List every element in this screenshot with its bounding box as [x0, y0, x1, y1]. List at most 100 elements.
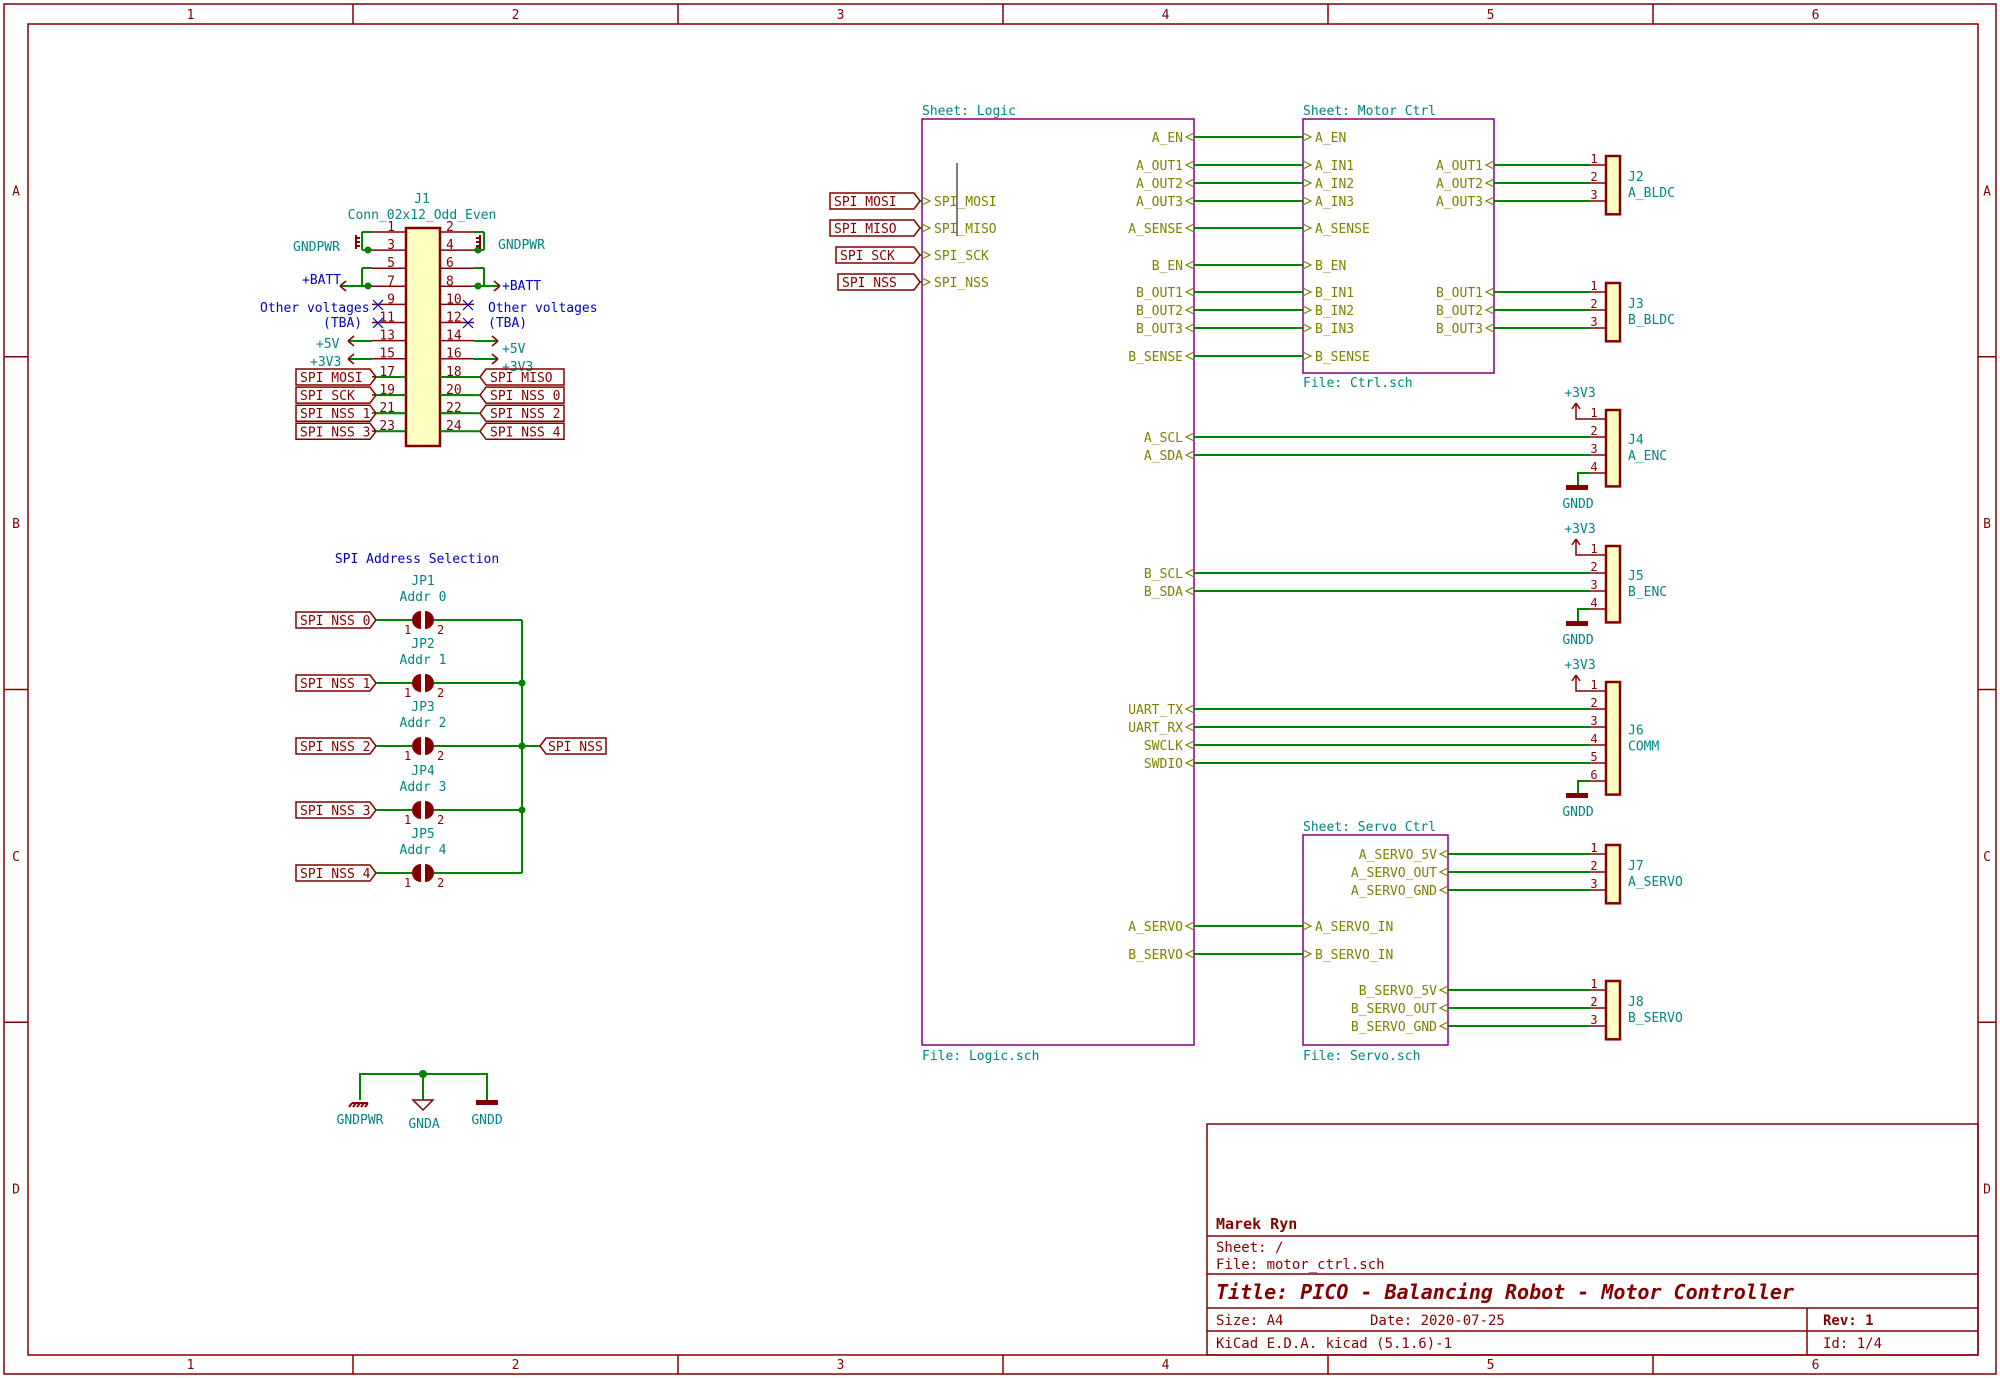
- col-label-bottom: 2: [512, 1358, 520, 1373]
- logic-pin-left: SPI_MISO: [934, 222, 997, 237]
- net-label-box: [479, 386, 565, 404]
- j1-pin-number: 7: [387, 274, 395, 289]
- sheet-pin-arrow: [1184, 196, 1195, 206]
- tb-title: Title: PICO - Balancing Robot - Motor Co…: [1216, 1280, 1794, 1304]
- solder-jumper-right: [425, 674, 434, 692]
- row-label-left: D: [12, 1183, 20, 1198]
- logic-pin-right: UART_RX: [1128, 721, 1183, 736]
- j1-3v3-right: +3V3: [502, 360, 533, 375]
- jumper-pin2: 2: [437, 623, 444, 637]
- servo-pin-right: B_SERVO_OUT: [1351, 1002, 1437, 1017]
- gndpwr-symbol-right: [476, 235, 481, 249]
- motor-pin-right: A_OUT2: [1436, 177, 1483, 192]
- sheet-pin-arrow: [1302, 260, 1313, 270]
- j1-net-label-left: SPI_NSS_1: [300, 407, 370, 422]
- sheet-logic-file: File: Logic.sch: [922, 1049, 1039, 1064]
- gndd-icon: [1566, 793, 1588, 798]
- net-label-box: [295, 737, 377, 755]
- junction-dot: [474, 282, 482, 290]
- sheet-pin-arrow: [1484, 323, 1495, 333]
- motor-pin-left: B_SENSE: [1315, 350, 1370, 365]
- jumper-value: Addr 4: [400, 843, 447, 858]
- logic-pin-right: B_OUT2: [1136, 304, 1183, 319]
- sheet-pin-arrow: [1184, 178, 1195, 188]
- solder-jumper-left: [412, 801, 421, 819]
- logic-pin-right: A_SCL: [1144, 431, 1183, 446]
- j1-net-label-left: SPI_MOSI: [300, 371, 363, 386]
- j1-pin-number: 10: [446, 292, 462, 307]
- connector-pin-number: 2: [1590, 995, 1597, 1009]
- sheet-pin-arrow: [1302, 196, 1313, 206]
- connector-body: [1604, 979, 1622, 1041]
- j1-gndpwr-left: GNDPWR: [293, 240, 340, 255]
- j1-ref: J1: [414, 192, 430, 207]
- right-connectors: 123J2A_BLDC123J3B_BLDC1234J4A_ENC+3V3GND…: [1562, 152, 1683, 1041]
- solder-jumper-right: [425, 801, 434, 819]
- motor-pin-left: B_IN1: [1315, 286, 1354, 301]
- net-label-box: [295, 864, 377, 882]
- sheet-pin-arrow: [1184, 568, 1195, 578]
- jumper-net-label: SPI_NSS_0: [300, 614, 370, 629]
- servo-pin-right: B_SERVO_GND: [1351, 1020, 1437, 1035]
- j1-net-label-right: SPI_NSS_2: [490, 407, 560, 422]
- tb-size: Size: A4: [1216, 1313, 1283, 1329]
- col-label-bottom: 1: [187, 1358, 195, 1373]
- servo-pin-right: A_SERVO_GND: [1351, 884, 1437, 899]
- j1-batt-right: +BATT: [502, 279, 541, 294]
- gndd-label: GNDD: [471, 1113, 502, 1128]
- j1-pin-number: 8: [446, 274, 454, 289]
- sheet-motor-ctrl[interactable]: Sheet: Motor Ctrl File: Ctrl.sch A_ENA_I…: [1302, 104, 1495, 391]
- sheet-pin-arrow: [1302, 160, 1313, 170]
- sheet-pin-arrow: [1484, 287, 1495, 297]
- net-label-box: [295, 801, 377, 819]
- logic-spi-label: SPI_NSS: [842, 276, 897, 291]
- net-label-box: [539, 737, 607, 755]
- sheet-motor-name: Sheet: Motor Ctrl: [1303, 104, 1436, 119]
- jumper-pin2: 2: [437, 686, 444, 700]
- connector-pin-number: 2: [1590, 424, 1597, 438]
- sheet-servo-ctrl[interactable]: Sheet: Servo Ctrl File: Servo.sch A_SERV…: [1302, 820, 1449, 1064]
- sheet-pin-arrow: [1302, 223, 1313, 233]
- jumper-ref: JP3: [411, 700, 434, 715]
- connector-body: [1604, 154, 1622, 216]
- sheet-pin-arrow: [1184, 758, 1195, 768]
- sheet-pin-arrow: [1302, 351, 1313, 361]
- j1-net-label-left: SPI_NSS_3: [300, 425, 370, 440]
- jumper-value: Addr 3: [400, 780, 447, 795]
- connector-pin-number: 1: [1590, 678, 1597, 692]
- j1-pin-number: 14: [446, 329, 462, 344]
- connector-pin-number: 1: [1590, 542, 1597, 556]
- logic-pin-right: UART_TX: [1128, 703, 1183, 718]
- sheet-pin-arrow: [1184, 722, 1195, 732]
- jumper-net-label: SPI_NSS_2: [300, 740, 370, 755]
- logic-pin-right: A_SDA: [1144, 449, 1183, 464]
- jumper-pin1: 1: [404, 686, 411, 700]
- no-connect-icon: [462, 317, 474, 329]
- col-label-bottom: 3: [837, 1358, 845, 1373]
- tb-file: File: motor_ctrl.sch: [1216, 1257, 1385, 1273]
- connector-ref: J4: [1628, 433, 1644, 448]
- logic-spi-label: SPI_MOSI: [834, 195, 897, 210]
- logic-pin-left: SPI_SCK: [934, 249, 989, 264]
- servo-pin-right: A_SERVO_OUT: [1351, 866, 1437, 881]
- jumper-value: Addr 2: [400, 716, 447, 731]
- net-label-box: [829, 192, 921, 210]
- logic-pin-right: B_SDA: [1144, 585, 1183, 600]
- connector-pin-number: 3: [1590, 315, 1597, 329]
- tb-date: Date: 2020-07-25: [1370, 1313, 1505, 1329]
- connector-ref: J7: [1628, 859, 1644, 874]
- net-label-box: [295, 422, 377, 441]
- connector-pin-number: 3: [1590, 188, 1597, 202]
- connector-ground-label: GNDD: [1562, 497, 1593, 512]
- jumper-net-label: SPI_NSS_3: [300, 804, 370, 819]
- power-arrow-icon: [347, 353, 355, 365]
- connector-pin-number: 1: [1590, 841, 1597, 855]
- connector-pin-number: 3: [1590, 877, 1597, 891]
- j1-value: Conn_02x12_Odd_Even: [348, 208, 497, 223]
- junction-dot: [419, 1070, 427, 1078]
